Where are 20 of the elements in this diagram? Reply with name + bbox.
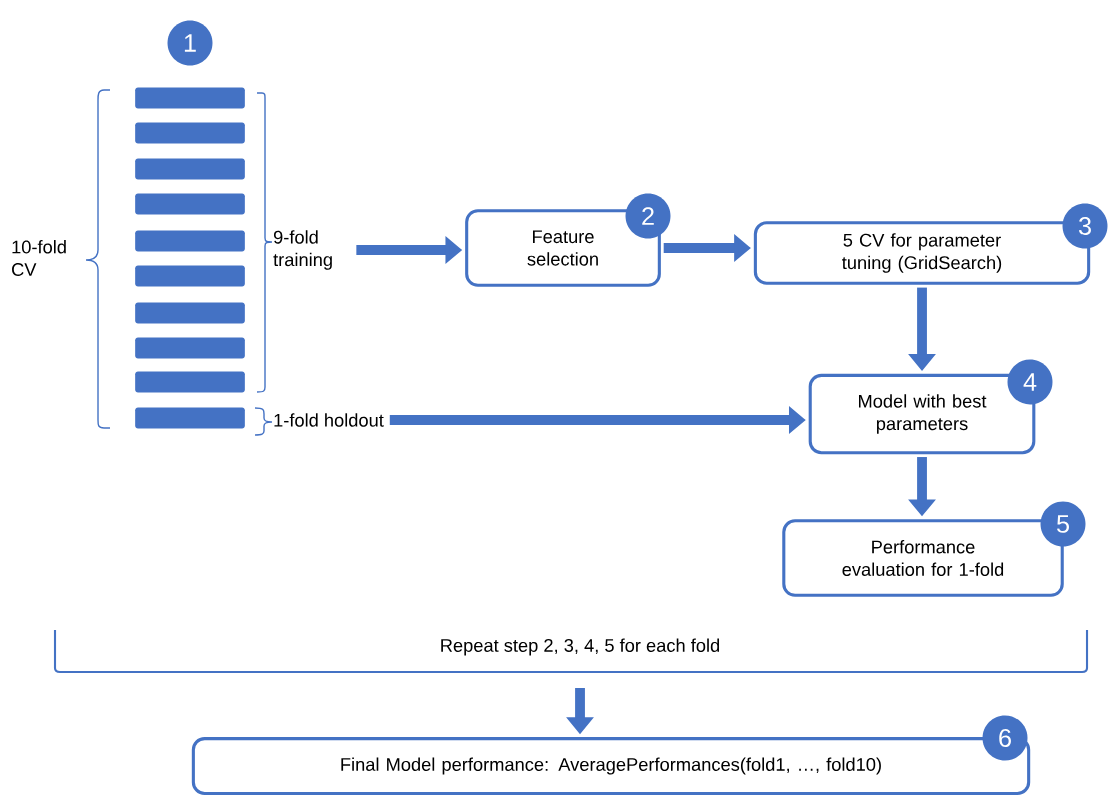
fold-bar bbox=[135, 87, 245, 109]
fold-bar bbox=[135, 265, 245, 287]
fold-bar bbox=[135, 158, 245, 180]
step-label: 1-fold holdout bbox=[274, 413, 384, 427]
label: Repeat step 2, 3, 4, 5 for each fold bbox=[441, 638, 720, 656]
step-number-badge: 2 bbox=[625, 193, 671, 239]
step-number-badge: 3 bbox=[1062, 203, 1108, 249]
fold-bar bbox=[135, 407, 245, 429]
step-number-badge: 6 bbox=[982, 715, 1028, 761]
step-label: 9-fold training bbox=[273, 230, 332, 270]
fold-bar bbox=[135, 193, 245, 215]
fold-bar bbox=[135, 302, 245, 324]
fold-bar bbox=[135, 230, 245, 252]
fold-bar bbox=[135, 337, 245, 359]
step-number-badge: 4 bbox=[1007, 359, 1053, 405]
fold-bar bbox=[135, 371, 245, 393]
step-number-badge: 1 bbox=[167, 20, 213, 66]
step-number-badge: 5 bbox=[1040, 501, 1086, 547]
label: 10-fold CV bbox=[12, 240, 66, 276]
fold-bar bbox=[135, 122, 245, 144]
